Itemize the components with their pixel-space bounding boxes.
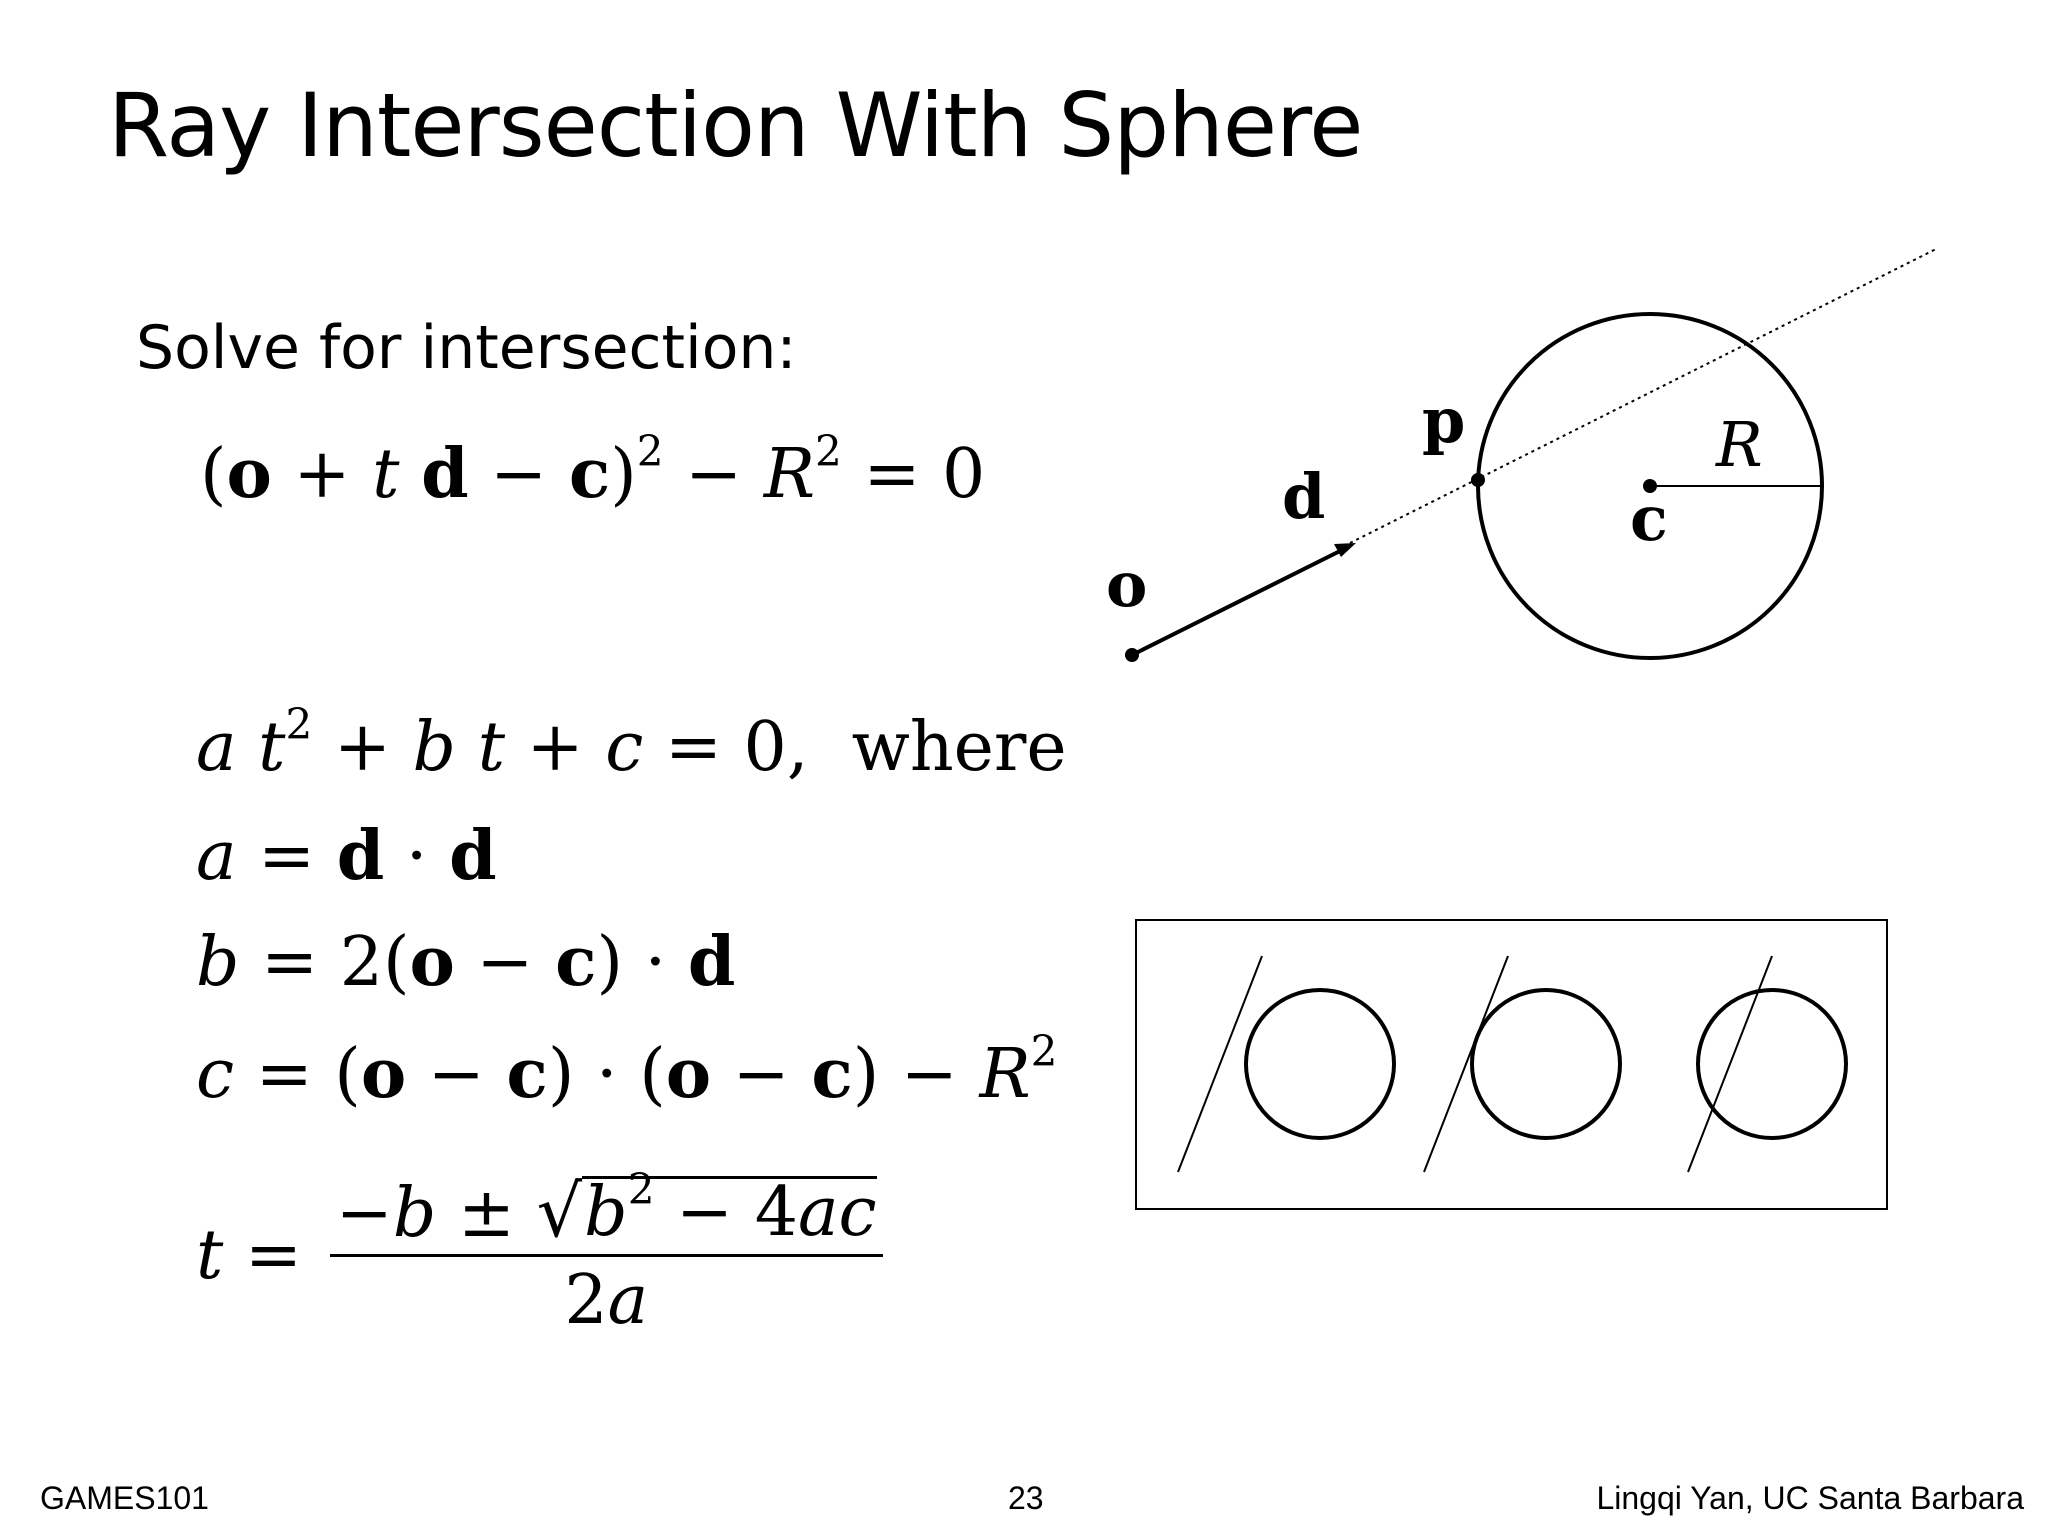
case-intersect-circle [1696,988,1848,1140]
fraction: −b ± √b2 − 4ac 2a [329,1168,883,1335]
center-dot [1643,479,1657,493]
intro-text: Solve for intersection: [136,313,797,383]
case-miss-circle [1244,988,1396,1140]
slide-title: Ray Intersection With Sphere [108,74,1363,177]
where-word: where [851,708,1067,787]
equation-quadratic: a t2 + b t + c = 0, where [196,699,1067,787]
footer-author: Lingqi Yan, UC Santa Barbara [1596,1480,2024,1516]
case-tangent-line [1423,955,1509,1173]
footer-page-number: 23 [1008,1480,1044,1516]
intersection-dot [1471,473,1485,487]
arrow-head [1334,543,1356,557]
ray-direction-segment [1131,544,1351,657]
label-point: p [1422,384,1465,457]
label-center: c [1630,482,1668,555]
ray-extension-line [1349,247,1939,544]
label-origin: o [1106,548,1147,621]
label-direction: d [1282,460,1325,533]
equation-intersection: (o + t d − c)2 − R2 = 0 [200,426,986,514]
origin-dot [1125,648,1139,662]
equation-b: b = 2(o − c) · d [196,922,736,1002]
case-tangent-circle [1470,988,1622,1140]
equation-c: c = (o − c) · (o − c) − R2 [196,1026,1058,1114]
case-intersect-line [1687,955,1773,1173]
footer-course: GAMES101 [40,1480,209,1516]
equation-quadratic-formula: t = −b ± √b2 − 4ac 2a [196,1168,883,1335]
case-miss-line [1177,955,1263,1173]
label-radius: R [1715,408,1763,481]
cases-box [1135,919,1888,1210]
equation-a: a = d · d [196,816,497,896]
